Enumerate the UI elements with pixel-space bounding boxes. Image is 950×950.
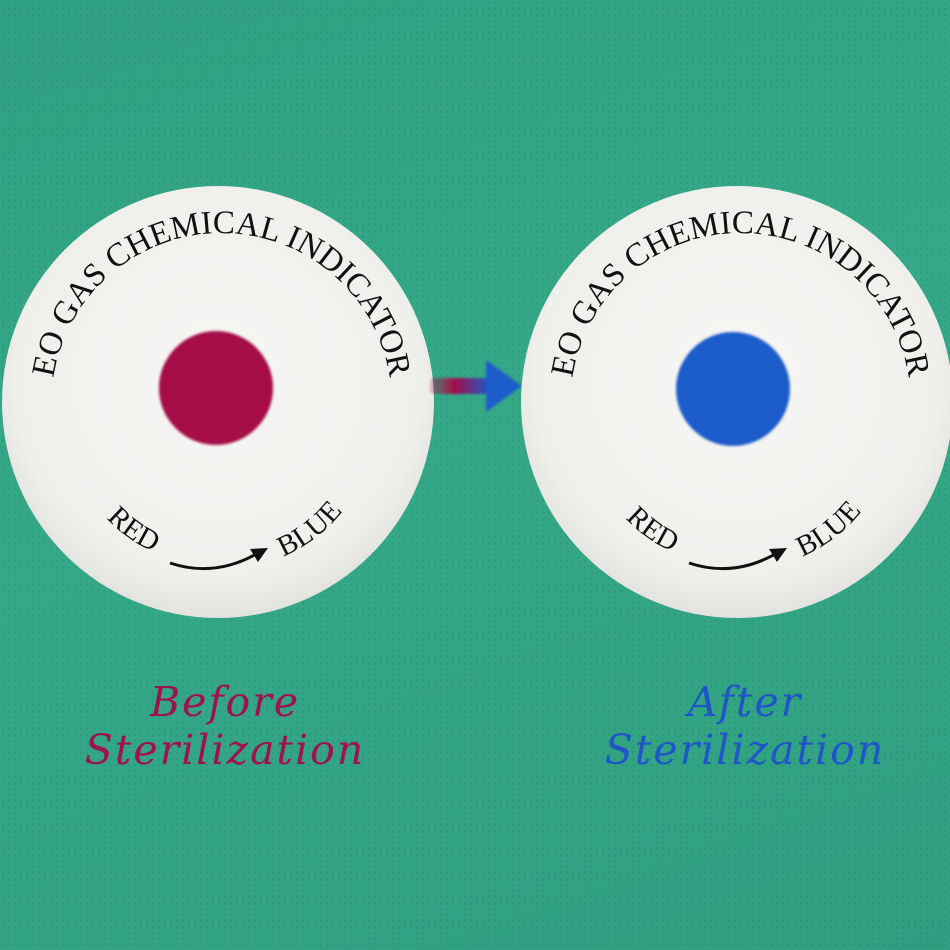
before-color-dot bbox=[159, 331, 273, 445]
after-color-dot bbox=[676, 332, 790, 446]
before-caption-line1: Before bbox=[149, 678, 301, 726]
before-caption-line2: Sterilization bbox=[84, 726, 366, 774]
after-indicator-disc: EO GAS CHEMICAL INDICATOR RED BLUE bbox=[521, 186, 950, 618]
curved-arrow-icon bbox=[688, 548, 787, 571]
right-arrow-icon bbox=[430, 360, 522, 412]
before-indicator-disc: EO GAS CHEMICAL INDICATOR RED BLUE bbox=[2, 186, 434, 618]
before-caption: Before Sterilization bbox=[15, 678, 435, 774]
after-caption-line2: Sterilization bbox=[604, 726, 886, 774]
after-caption-line1: After bbox=[687, 678, 803, 726]
after-caption: After Sterilization bbox=[535, 678, 950, 774]
curved-arrow-icon bbox=[169, 548, 268, 571]
